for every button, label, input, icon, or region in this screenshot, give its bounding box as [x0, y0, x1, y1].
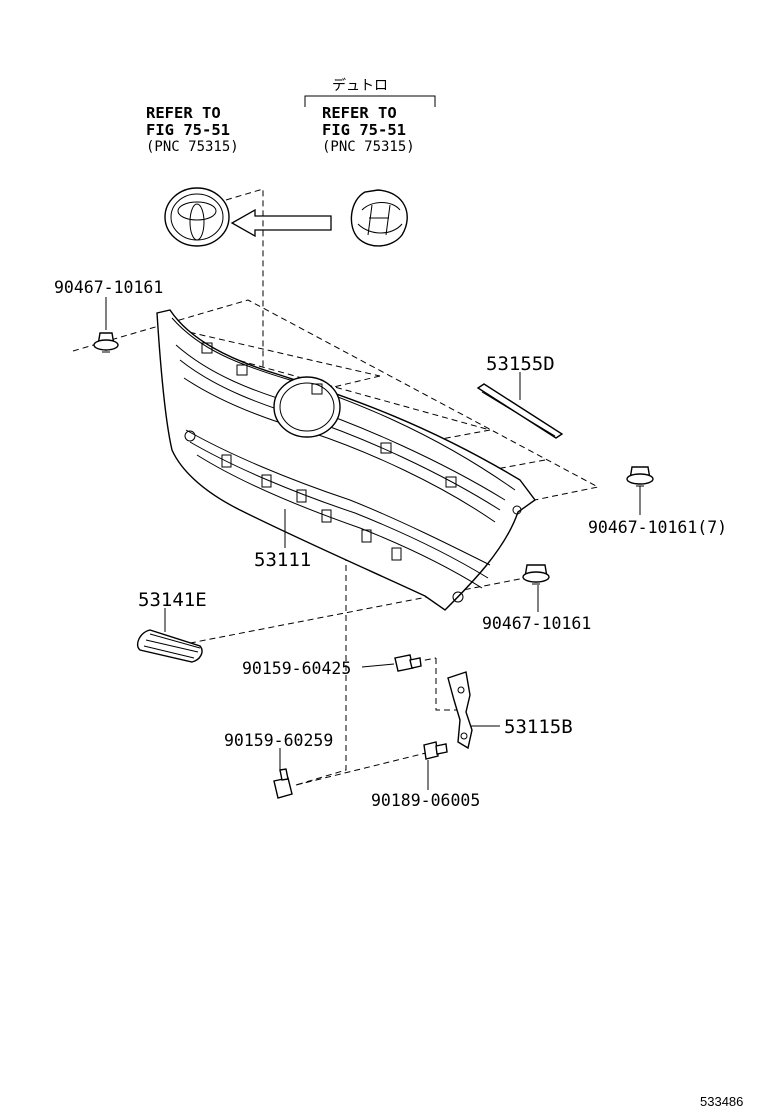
clip-lower-right-icon — [522, 564, 550, 585]
refer-left-line1: REFER TO — [146, 104, 221, 122]
refer-left-line2: FIG 75-51 — [146, 121, 230, 139]
label-clip-right: 90467-10161(7) — [588, 518, 727, 537]
refer-left-line3: (PNC 75315) — [146, 139, 239, 155]
figure-number: 533486 — [700, 1094, 743, 1109]
refer-right-line2: FIG 75-51 — [322, 121, 406, 139]
label-screw: 90189-06005 — [371, 791, 480, 810]
label-lamp-cover: 53141E — [138, 589, 207, 611]
lamp-cover-part — [136, 629, 203, 663]
hino-emblem-icon — [350, 189, 408, 247]
label-garnish: 53155D — [486, 353, 555, 375]
label-bolt-upper: 90159-60425 — [242, 659, 351, 678]
variant-bracket — [304, 95, 436, 107]
toyota-emblem-icon — [164, 187, 230, 247]
variant-label: デュトロ — [332, 77, 388, 94]
bolt-lower-icon — [273, 768, 293, 799]
label-clip-top-left: 90467-10161 — [54, 278, 163, 297]
bolt-upper-icon — [394, 654, 422, 672]
clip-right-icon — [626, 466, 654, 487]
replacement-arrow-icon — [230, 208, 332, 238]
label-clip-lower-right: 90467-10161 — [482, 614, 591, 633]
refer-left-note: REFER TO FIG 75-51 (PNC 75315) — [146, 104, 239, 155]
clip-top-left-icon — [93, 332, 119, 353]
grille-bracket-part — [447, 671, 473, 750]
refer-right-line3: (PNC 75315) — [322, 139, 415, 155]
label-grille: 53111 — [254, 549, 311, 571]
screw-icon — [423, 741, 448, 760]
label-bolt-lower: 90159-60259 — [224, 731, 333, 750]
refer-right-line1: REFER TO — [322, 104, 397, 122]
label-bracket: 53115B — [504, 716, 573, 738]
refer-right-note: REFER TO FIG 75-51 (PNC 75315) — [322, 104, 415, 155]
grille-garnish-part — [476, 383, 564, 439]
radiator-grille-part — [156, 309, 536, 611]
leader-lines — [105, 297, 641, 790]
